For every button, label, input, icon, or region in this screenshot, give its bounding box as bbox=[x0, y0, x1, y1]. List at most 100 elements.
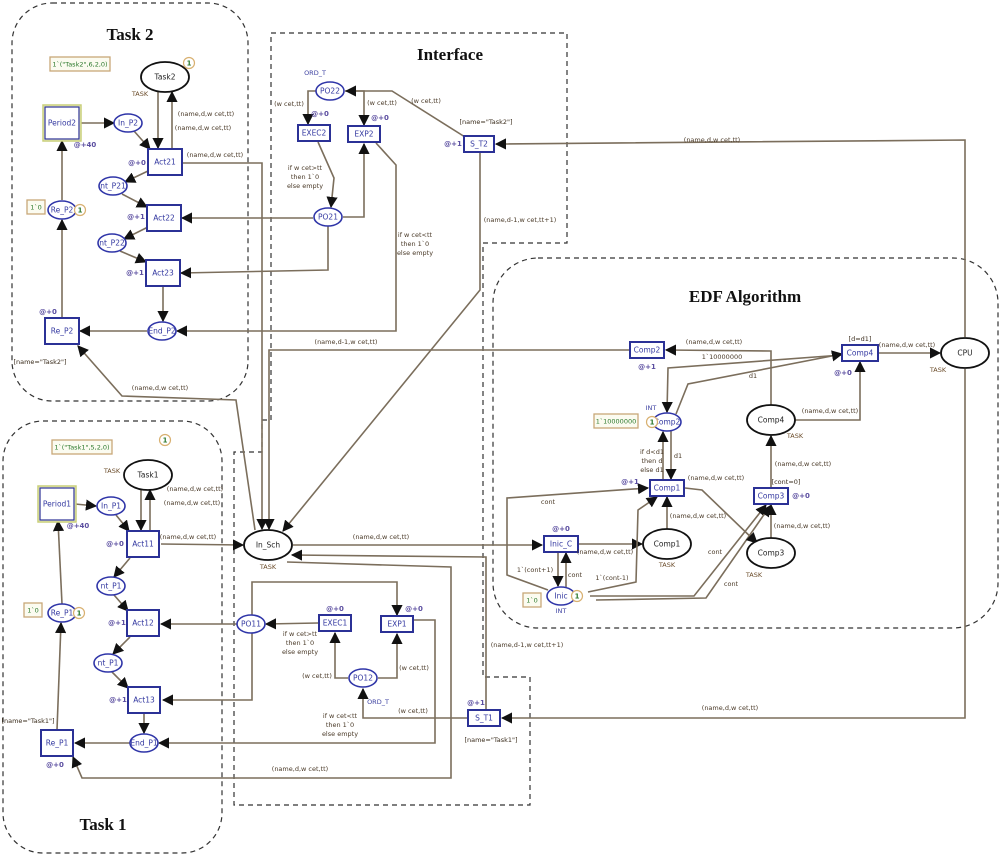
place-ellipse[interactable] bbox=[129, 733, 159, 753]
arc[interactable] bbox=[179, 226, 329, 279]
arc[interactable] bbox=[290, 549, 487, 709]
transition[interactable]: Act13@+1 bbox=[109, 686, 161, 714]
arc[interactable] bbox=[344, 85, 466, 138]
arc[interactable] bbox=[661, 354, 843, 414]
place-ellipse[interactable] bbox=[746, 404, 796, 436]
transition-box[interactable] bbox=[146, 204, 182, 232]
transition-box[interactable] bbox=[297, 124, 331, 142]
arc[interactable] bbox=[161, 633, 253, 706]
token-count-badge[interactable] bbox=[72, 606, 86, 620]
transition[interactable]: Period1@+40 bbox=[37, 485, 89, 530]
place-ellipse[interactable] bbox=[97, 233, 127, 253]
transition[interactable]: S_T2@+1[name="Task2"] bbox=[444, 118, 513, 153]
arc[interactable] bbox=[343, 142, 370, 218]
transition[interactable]: Inic_C@+0 bbox=[543, 525, 579, 553]
arc[interactable] bbox=[119, 250, 148, 264]
transition-box[interactable] bbox=[147, 148, 183, 176]
transition[interactable]: Act11@+0 bbox=[106, 530, 160, 558]
arc[interactable] bbox=[182, 162, 268, 531]
place[interactable]: End_P2 bbox=[147, 321, 177, 341]
transition-box[interactable] bbox=[543, 535, 579, 553]
arc[interactable] bbox=[113, 594, 129, 612]
transition-box[interactable] bbox=[126, 609, 160, 637]
transition[interactable]: EXP1@+0 bbox=[380, 605, 423, 633]
transition-box[interactable] bbox=[318, 614, 352, 632]
arc[interactable] bbox=[282, 152, 481, 532]
transition[interactable]: S_T1@+1[name="Task1"] bbox=[464, 699, 517, 744]
place-ellipse[interactable] bbox=[348, 668, 378, 688]
transition[interactable]: Re_P2@+0[name="Task2"] bbox=[13, 308, 80, 366]
arc[interactable] bbox=[506, 483, 650, 591]
place[interactable]: nt_P1 bbox=[93, 653, 123, 673]
place[interactable]: PO11 bbox=[236, 614, 266, 634]
transition-box[interactable] bbox=[629, 341, 665, 359]
arc[interactable] bbox=[121, 193, 148, 208]
arc[interactable] bbox=[115, 514, 130, 532]
transition-box[interactable] bbox=[145, 259, 181, 287]
place[interactable]: In_P1 bbox=[96, 496, 126, 516]
place-ellipse[interactable] bbox=[96, 576, 126, 596]
transition[interactable]: Act22@+1 bbox=[127, 204, 182, 232]
arc[interactable] bbox=[795, 360, 866, 421]
token-count-badge[interactable] bbox=[570, 589, 584, 603]
arc[interactable] bbox=[494, 138, 966, 337]
place-ellipse[interactable] bbox=[147, 321, 177, 341]
place[interactable]: In_P2 bbox=[113, 113, 143, 133]
transition-box[interactable] bbox=[126, 530, 160, 558]
transition[interactable]: Re_P1@+0[name="Task1"] bbox=[1, 717, 74, 769]
arc[interactable] bbox=[263, 349, 629, 531]
place-ellipse[interactable] bbox=[940, 337, 990, 369]
transition-box[interactable] bbox=[841, 344, 879, 362]
arc[interactable] bbox=[133, 130, 151, 150]
arc[interactable] bbox=[251, 581, 403, 617]
place-ellipse[interactable] bbox=[746, 537, 796, 569]
transition-box[interactable] bbox=[463, 135, 495, 153]
arc[interactable] bbox=[329, 631, 348, 679]
place-ellipse[interactable] bbox=[642, 528, 692, 560]
arc[interactable] bbox=[664, 344, 772, 405]
token-count-badge[interactable] bbox=[645, 415, 659, 429]
arc[interactable] bbox=[123, 170, 149, 183]
arc[interactable] bbox=[74, 499, 98, 511]
transition-box[interactable] bbox=[44, 106, 80, 140]
transition[interactable]: EXEC1@+0 bbox=[318, 605, 352, 632]
transition-box[interactable] bbox=[40, 729, 74, 757]
transition[interactable]: Comp4@+0[d=d1] bbox=[834, 335, 879, 377]
transition-box[interactable] bbox=[753, 487, 789, 505]
transition[interactable]: EXP2@+0 bbox=[347, 114, 389, 143]
transition[interactable]: Period2@+40 bbox=[42, 104, 96, 149]
arc[interactable] bbox=[500, 369, 966, 724]
token-count-badge[interactable] bbox=[73, 203, 87, 217]
arc[interactable] bbox=[52, 519, 65, 605]
transition[interactable]: Act21@+0 bbox=[128, 148, 183, 176]
place[interactable]: PO21 bbox=[313, 207, 343, 227]
arc[interactable] bbox=[112, 636, 131, 655]
place-ellipse[interactable] bbox=[123, 459, 173, 491]
arc[interactable] bbox=[55, 621, 67, 731]
arc[interactable] bbox=[302, 90, 316, 126]
arc[interactable] bbox=[113, 557, 131, 578]
arc[interactable] bbox=[357, 687, 467, 719]
transition[interactable]: Comp1@+1 bbox=[621, 478, 685, 497]
arc[interactable] bbox=[175, 142, 397, 337]
arc[interactable] bbox=[684, 487, 758, 544]
place-ellipse[interactable] bbox=[313, 207, 343, 227]
place-ellipse[interactable] bbox=[98, 176, 128, 196]
arc[interactable] bbox=[111, 671, 129, 689]
transition-box[interactable] bbox=[649, 479, 685, 497]
transition-box[interactable] bbox=[39, 487, 75, 521]
transition[interactable]: EXEC2@+0 bbox=[297, 110, 331, 142]
arc[interactable] bbox=[77, 345, 256, 531]
transition[interactable]: Act12@+1 bbox=[108, 609, 160, 637]
place[interactable]: nt_P1 bbox=[96, 576, 126, 596]
place[interactable]: nt_P22 bbox=[97, 233, 127, 253]
